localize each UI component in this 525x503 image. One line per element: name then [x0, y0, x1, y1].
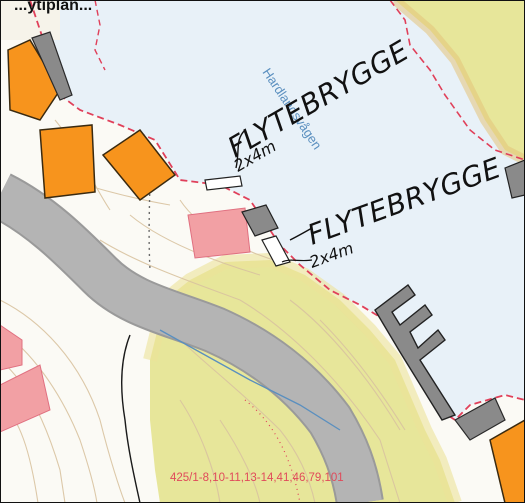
shoreline-dashed-north — [389, 0, 525, 161]
buildings — [0, 31, 525, 503]
shoreline-dashed-upper — [94, 0, 106, 71]
building-annex-1 — [31, 31, 73, 101]
building-house-3 — [101, 128, 177, 202]
dock-2-leader-lower — [281, 259, 313, 263]
road-surface — [0, 175, 382, 503]
dock-2-leader — [289, 227, 313, 241]
dock-1-leader — [235, 129, 246, 169]
building-house-2 — [39, 124, 96, 199]
map-title: ...ytiplan... — [14, 0, 92, 14]
property-boundary-dotted — [244, 399, 301, 503]
building-gray-east — [504, 159, 525, 199]
parcel-numbers: 425/1-8,10-11,13-14,41,46,79,101 — [170, 472, 344, 484]
blue-boundary-line — [159, 329, 341, 431]
building-annex-4 — [454, 397, 506, 441]
water-area — [30, 0, 525, 420]
road-edge-black — [121, 334, 141, 503]
building-planned-2 — [0, 324, 23, 371]
vegetation-hill-northeast — [395, 0, 525, 160]
vegetation-hill-northeast-edge — [391, 0, 525, 165]
building-planned-3 — [0, 364, 51, 433]
pier-existing — [374, 284, 457, 421]
building-gray-shed — [241, 204, 279, 237]
building-planned-1 — [187, 207, 251, 259]
shoreline-dashed — [29, 0, 525, 422]
floating-dock-2 — [261, 235, 291, 267]
building-house-1 — [7, 39, 61, 121]
vegetation-area-south-edge — [143, 252, 462, 503]
building-house-4 — [489, 419, 525, 503]
floating-dock-1 — [204, 175, 243, 191]
